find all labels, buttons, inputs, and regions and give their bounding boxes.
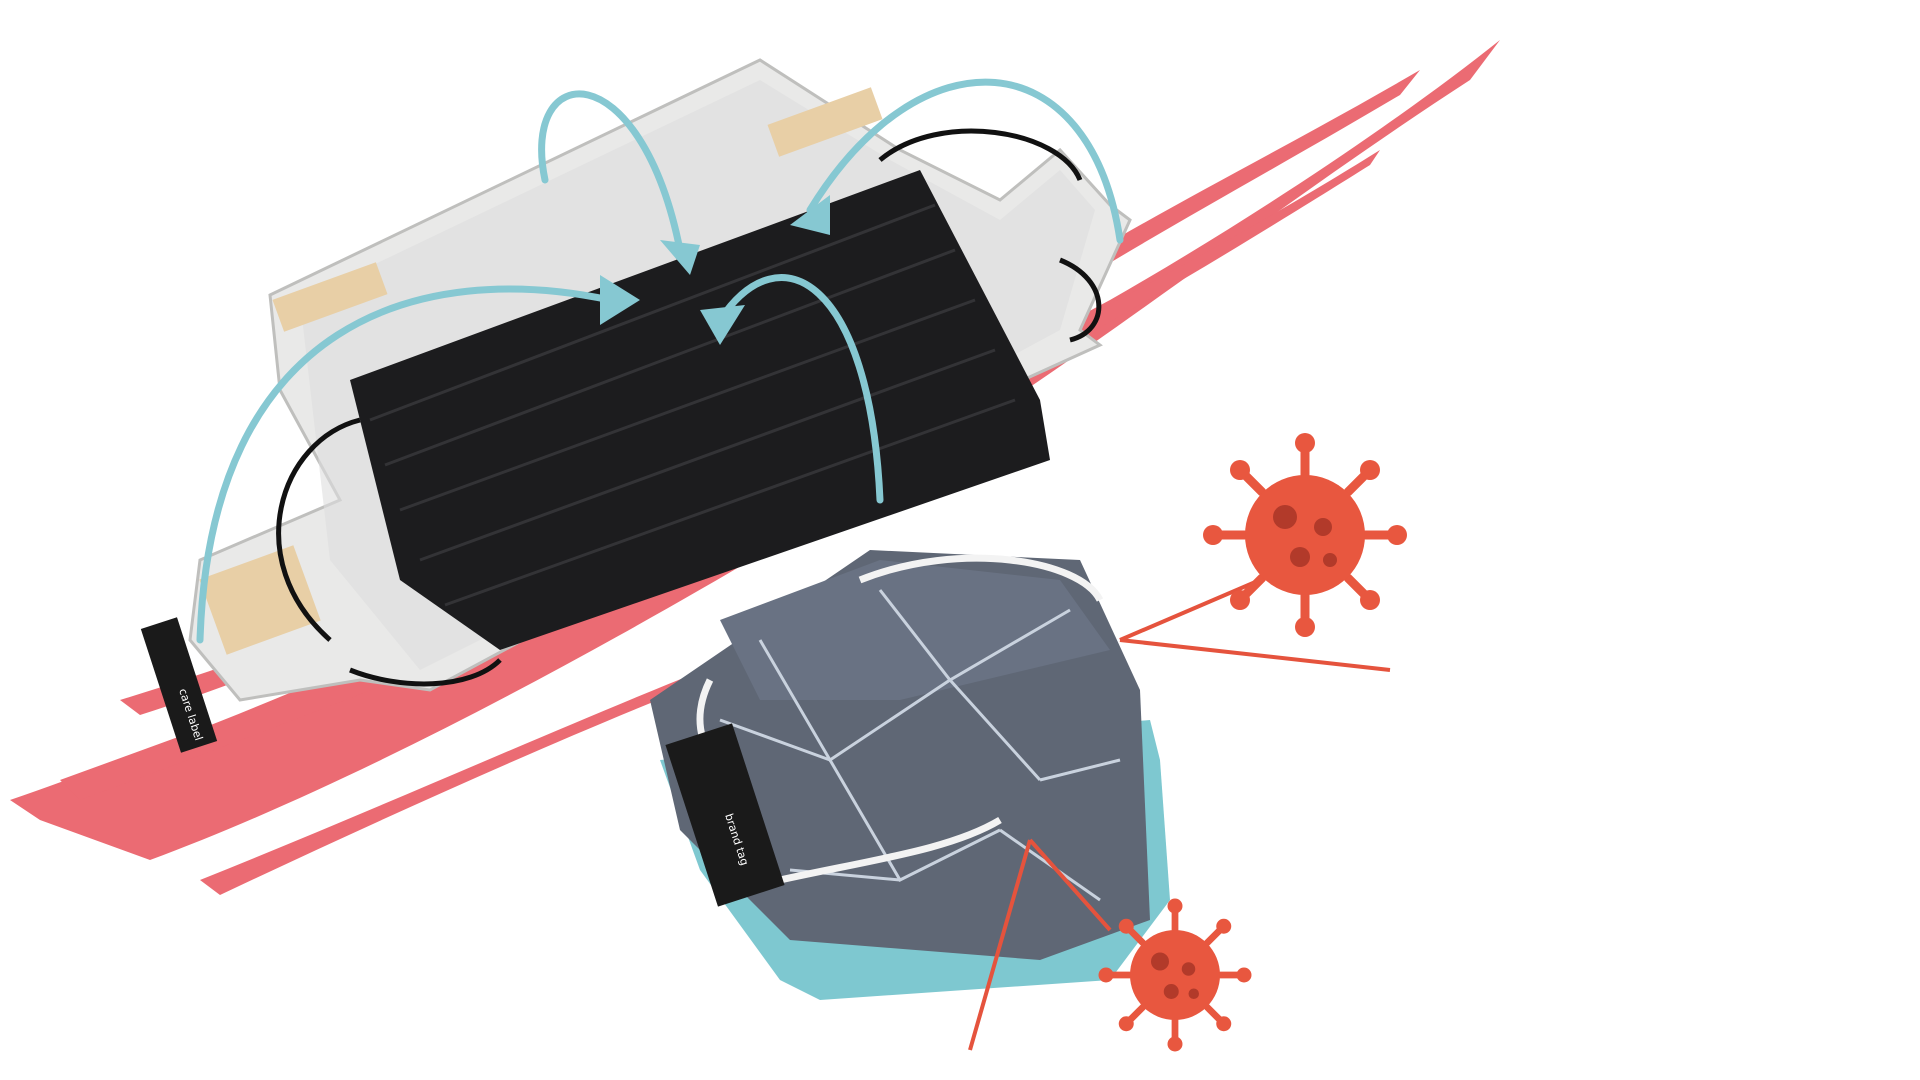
arrow-icon [538,90,684,254]
brand-tag: brand tag [665,723,785,907]
arrow-icon [716,274,884,504]
arrow-heads [600,195,830,345]
arrow-head-icon [790,195,830,235]
virus-icon [1098,898,1252,1052]
arrow-icon [196,285,614,644]
arrow-head-icon [700,305,745,345]
insert-arrows [196,78,1124,644]
arrow-head-icon [660,240,700,275]
velcro-tab [767,87,883,157]
mask-storage-case-open: care label [140,58,1132,753]
virus-pointer-lines [968,578,1391,1051]
folded-mask-case-closed: brand tag [650,550,1150,960]
velcro-tab [199,545,321,655]
velcro-tab [272,262,388,332]
virus-icon [1203,433,1407,637]
care-label: care label [140,617,218,753]
arrow-icon [806,78,1124,244]
arrow-head-icon [600,275,640,325]
